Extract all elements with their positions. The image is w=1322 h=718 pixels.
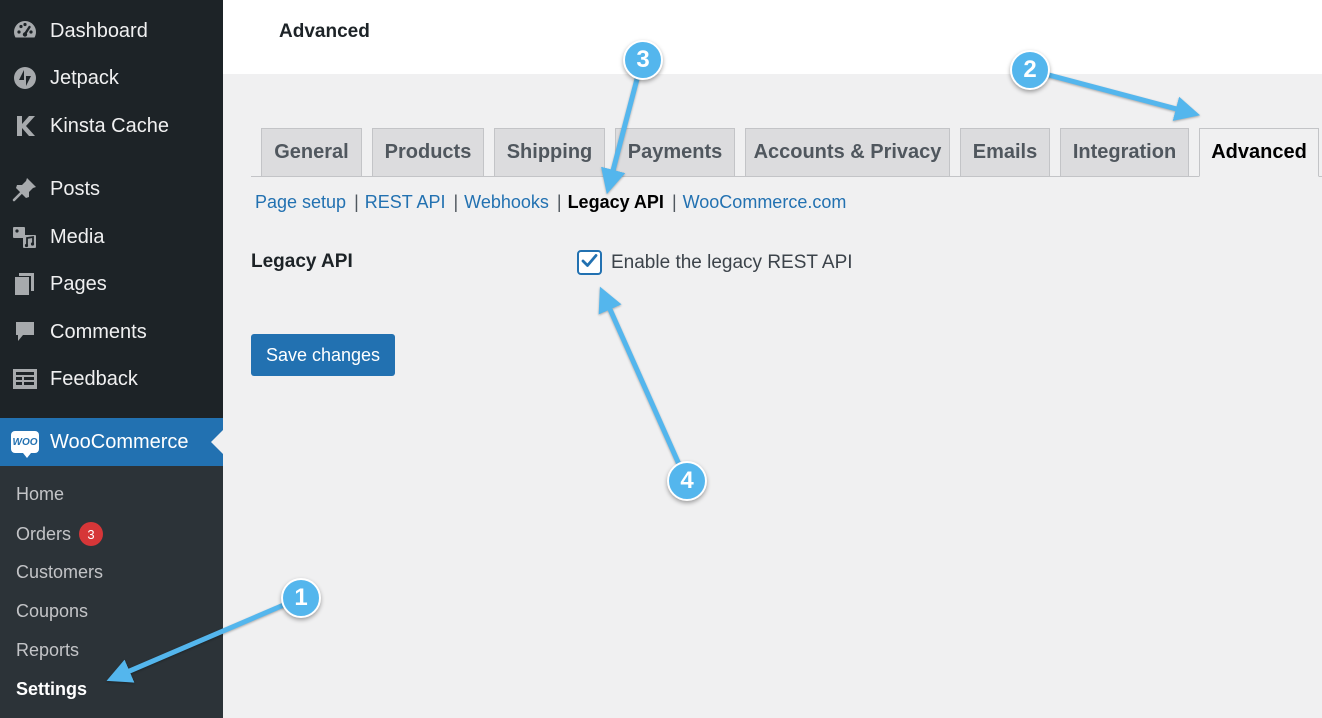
kinsta-icon <box>12 113 38 139</box>
tab-general[interactable]: General <box>261 128 362 176</box>
subnav-separator: | <box>556 192 562 212</box>
sidebar-item-pages[interactable]: Pages <box>0 261 223 307</box>
tab-integration[interactable]: Integration <box>1060 128 1189 176</box>
dashboard-icon <box>12 18 38 44</box>
subnav-page-setup[interactable]: Page setup <box>255 192 347 212</box>
annotation-arrow-2 <box>1027 67 1201 121</box>
comment-icon <box>12 319 38 345</box>
page-header: Advanced <box>223 0 1322 74</box>
annotation-arrow-4 <box>598 286 689 483</box>
annotation-marker-3: 3 <box>623 40 663 80</box>
submenu-item-label: Settings <box>16 679 88 699</box>
admin-sidebar: Dashboard Jetpack Kinsta Cache Posts Med… <box>0 0 223 718</box>
woocommerce-logo-text: WOO <box>12 436 38 448</box>
submenu-item-label: Coupons <box>16 601 89 621</box>
tab-shipping[interactable]: Shipping <box>494 128 605 176</box>
tab-payments[interactable]: Payments <box>615 128 735 176</box>
sidebar-item-woocommerce[interactable]: WOO WooCommerce <box>0 418 223 466</box>
submenu-item-coupons[interactable]: Coupons <box>16 601 88 622</box>
pages-icon <box>12 271 38 297</box>
section-subnav: Page setup | REST API | Webhooks | Legac… <box>255 192 846 213</box>
sidebar-item-feedback[interactable]: Feedback <box>0 356 223 402</box>
sidebar-item-jetpack[interactable]: Jetpack <box>0 55 223 101</box>
sidebar-item-label: Posts <box>50 177 101 200</box>
submenu-item-reports[interactable]: Reports <box>16 640 79 661</box>
submenu-item-home[interactable]: Home <box>16 484 64 505</box>
checkmark-icon <box>580 251 599 275</box>
tab-advanced[interactable]: Advanced <box>1199 128 1319 177</box>
sidebar-item-label: Pages <box>50 272 107 295</box>
submenu-item-label: Home <box>16 484 65 504</box>
jetpack-icon <box>12 65 38 91</box>
submenu-item-label: Reports <box>16 640 80 660</box>
subnav-separator: | <box>354 192 359 212</box>
subnav-separator: | <box>671 192 677 212</box>
submenu-item-orders[interactable]: Orders 3 <box>16 522 104 546</box>
submenu-item-settings[interactable]: Settings <box>16 679 87 700</box>
subnav-rest-api[interactable]: REST API <box>364 192 446 212</box>
tab-accounts-privacy[interactable]: Accounts & Privacy <box>745 128 950 176</box>
legacy-api-checkbox[interactable] <box>577 250 602 275</box>
annotation-marker-2: 2 <box>1010 50 1050 90</box>
page-title: Advanced <box>279 21 370 42</box>
sidebar-item-media[interactable]: Media <box>0 214 223 260</box>
sidebar-item-label: Kinsta Cache <box>50 114 169 137</box>
tab-products[interactable]: Products <box>372 128 484 176</box>
active-menu-pointer <box>211 430 223 454</box>
media-icon <box>12 224 38 250</box>
legacy-api-checkbox-label[interactable]: Enable the legacy REST API <box>611 252 853 273</box>
orders-count-badge: 3 <box>79 522 104 546</box>
sidebar-item-label: Jetpack <box>50 66 119 89</box>
subnav-separator: | <box>453 192 459 212</box>
submenu-item-label: Orders <box>16 523 72 544</box>
woocommerce-logo-icon: WOO <box>11 431 39 458</box>
legacy-api-field-label: Legacy API <box>251 251 353 272</box>
submenu-item-label: Customers <box>16 562 104 582</box>
submenu-item-customers[interactable]: Customers <box>16 562 103 583</box>
sidebar-item-label: WooCommerce <box>50 430 189 453</box>
tabs-baseline <box>251 176 1322 177</box>
sidebar-item-posts[interactable]: Posts <box>0 166 223 212</box>
sidebar-item-kinsta-cache[interactable]: Kinsta Cache <box>0 103 223 149</box>
save-changes-button[interactable]: Save changes <box>251 334 395 376</box>
subnav-legacy-api[interactable]: Legacy API <box>567 192 664 212</box>
sidebar-item-dashboard[interactable]: Dashboard <box>0 8 223 54</box>
sidebar-item-label: Comments <box>50 320 147 343</box>
sidebar-item-comments[interactable]: Comments <box>0 309 223 355</box>
tab-emails[interactable]: Emails <box>960 128 1050 176</box>
sidebar-item-label: Media <box>50 225 105 248</box>
annotation-marker-4: 4 <box>667 461 707 501</box>
subnav-woocommerce-com[interactable]: WooCommerce.com <box>682 192 847 212</box>
sidebar-item-label: Feedback <box>50 367 138 390</box>
feedback-icon <box>12 366 38 392</box>
subnav-webhooks[interactable]: Webhooks <box>464 192 549 212</box>
pin-icon <box>12 176 38 202</box>
sidebar-item-label: Dashboard <box>50 19 148 42</box>
annotation-marker-1: 1 <box>281 578 321 618</box>
woocommerce-submenu: Home Orders 3 Customers Coupons Reports … <box>0 466 223 718</box>
